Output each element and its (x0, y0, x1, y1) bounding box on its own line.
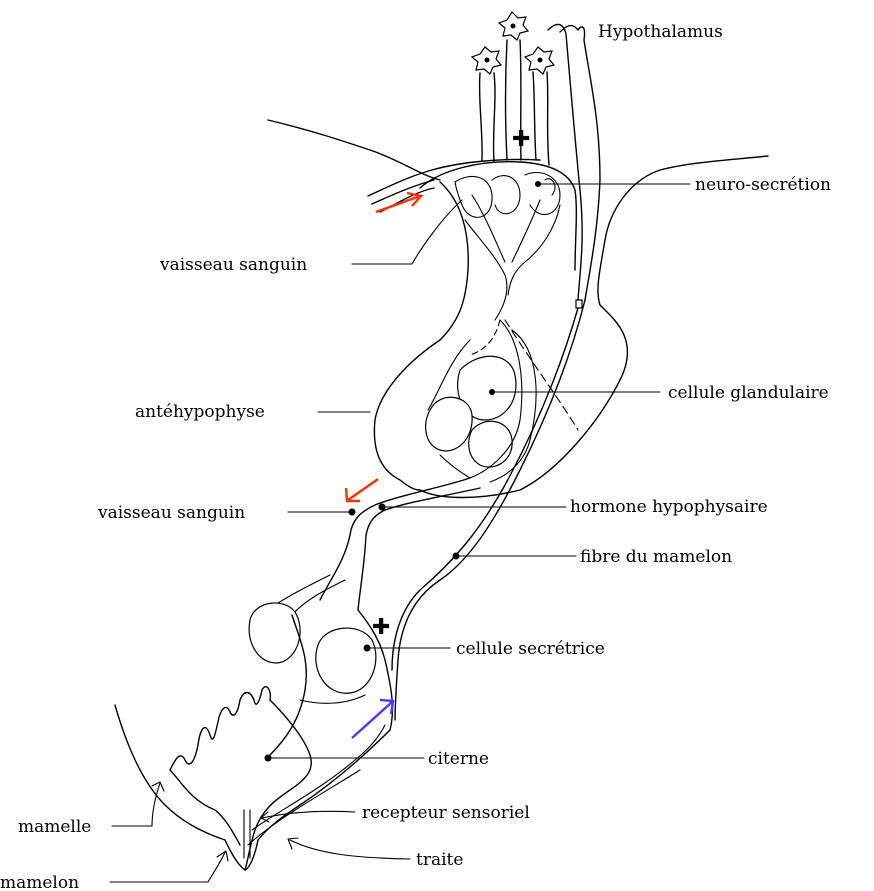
label-recepteur-sensoriel: recepteur sensoriel (362, 803, 530, 823)
leader-lines (110, 181, 690, 882)
neuron-icon (499, 12, 528, 40)
label-vaisseau-sanguin-mid: vaisseau sanguin (97, 503, 245, 523)
neuron-icon (472, 47, 501, 74)
label-citerne: citerne (428, 749, 489, 769)
arrow-icon (346, 479, 378, 501)
label-traite: traite (416, 850, 463, 870)
pituitary-outline (268, 120, 768, 498)
label-cellule-secretrice: cellule secrétrice (456, 639, 605, 659)
plus-icon: ✚ (372, 615, 390, 640)
blood-vessel-top (368, 159, 540, 212)
label-mamelle: mamelle (18, 817, 91, 837)
neuron-icon (525, 47, 554, 74)
label-hormone-hypophysaire: hormone hypophysaire (570, 497, 768, 517)
label-neuro-secretion: neuro-secrétion (695, 175, 831, 195)
label-antehypophyse: antéhypophyse (135, 402, 265, 422)
plus-icon: ✚ (512, 127, 530, 152)
label-mamelon: mamelon (0, 873, 79, 891)
labels: Hypothalamus neuro-secrétion vaisseau sa… (0, 22, 831, 891)
label-cellule-glandulaire: cellule glandulaire (668, 383, 829, 403)
label-fibre-du-mamelon: fibre du mamelon (580, 547, 732, 567)
label-hypothalamus: Hypothalamus (598, 22, 723, 42)
label-vaisseau-sanguin-top: vaisseau sanguin (159, 255, 307, 275)
